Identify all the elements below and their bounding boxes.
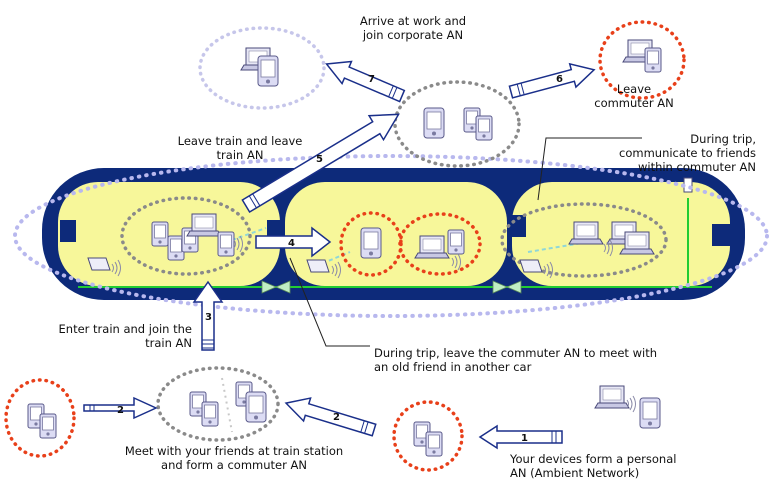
caption-during-trip-friends: During trip, communicate to friends with… (619, 132, 756, 174)
caption-arrive-work: Arrive at work and join corporate AN (359, 14, 467, 42)
train-network-boundary (13, 154, 769, 318)
wireless-access-point-icon (306, 259, 330, 273)
callout-line-old-friend (289, 257, 370, 347)
wireless-access-point-icon (87, 257, 111, 271)
phone-icon (201, 401, 219, 427)
pda-icon (245, 391, 267, 423)
step-number: 1 (521, 433, 528, 444)
phone-icon (425, 431, 443, 457)
caption-meet-friends: Meet with your friends at train station … (124, 444, 344, 472)
personal-network-boundary (4, 378, 76, 458)
pda-icon (217, 231, 235, 257)
step-number: 2 (117, 405, 124, 416)
pda-icon (257, 55, 279, 87)
train-window (712, 224, 730, 246)
step-number: 4 (288, 238, 295, 249)
personal-network-bottom-center (392, 400, 464, 472)
car-3-devices (500, 202, 668, 279)
car-1-devices (87, 196, 252, 277)
step-number: 3 (205, 312, 212, 323)
personal-devices (594, 385, 661, 429)
step-number: 5 (316, 154, 323, 165)
callout-line-friends (537, 137, 642, 201)
caption-during-trip-old-friend: During trip, leave the commuter AN to me… (374, 346, 657, 374)
step-arrow-7 (325, 60, 406, 103)
wireless-link (231, 227, 267, 241)
pda-icon (151, 221, 169, 247)
car-2-devices (306, 211, 482, 279)
corporate-network-boundary (198, 26, 326, 110)
personal-network-bottom-left (4, 378, 76, 458)
caption-devices-personal: Your devices form a personal AN (Ambient… (510, 452, 677, 480)
laptop-icon (414, 235, 450, 259)
laptop-icon (186, 213, 222, 237)
caption-leave-train: Leave train and leave train AN (177, 134, 303, 162)
commuter-network-boundary (120, 196, 252, 276)
commuter-network-center (393, 80, 521, 168)
commuter-network-boundary (156, 366, 280, 442)
step-arrow-3: 3 (192, 280, 224, 351)
personal-network-boundary (598, 20, 686, 100)
wireless-link (527, 239, 601, 253)
coupler-icon (261, 280, 291, 294)
train-car-2 (285, 182, 507, 286)
commuter-network-boundary (393, 80, 521, 168)
step-arrow-5 (241, 113, 400, 214)
train-window (512, 215, 526, 237)
step-number: 7 (368, 74, 375, 85)
wireless-waves-icon (626, 395, 636, 413)
train-window (60, 220, 76, 242)
personal-network-boundary (398, 212, 482, 276)
step-arrow-2 (284, 397, 377, 437)
caption-enter-train: Enter train and join the train AN (58, 322, 192, 350)
step-arrow-6 (508, 62, 596, 99)
corporate-network (198, 26, 326, 110)
callout-lines (289, 137, 642, 347)
train-car-1 (58, 182, 280, 286)
commuter-network-boundary (500, 202, 668, 278)
pda-icon (639, 397, 661, 429)
wireless-access-point-icon (519, 259, 543, 273)
pda-icon (360, 227, 382, 259)
laptop-icon (568, 221, 604, 245)
laptop-icon (594, 385, 630, 409)
step-arrow-1: 1 (478, 424, 563, 450)
phone-icon (39, 413, 57, 439)
step-number: 6 (556, 74, 563, 85)
pda-icon (644, 47, 662, 73)
pda-icon (475, 115, 493, 141)
caption-leave-commuter: Leave commuter AN (594, 82, 674, 110)
personal-network-top-right (598, 20, 686, 100)
laptop-icon (619, 231, 655, 255)
step-arrow-2: 2 (83, 396, 158, 420)
commuter-network-bottom (156, 366, 280, 442)
pda-icon (423, 107, 445, 139)
coupler-icon (492, 280, 522, 294)
step-arrow-4: 4 (255, 226, 332, 258)
pda-icon (447, 229, 465, 255)
step-number: 2 (333, 412, 340, 423)
personal-network-boundary (392, 400, 464, 472)
